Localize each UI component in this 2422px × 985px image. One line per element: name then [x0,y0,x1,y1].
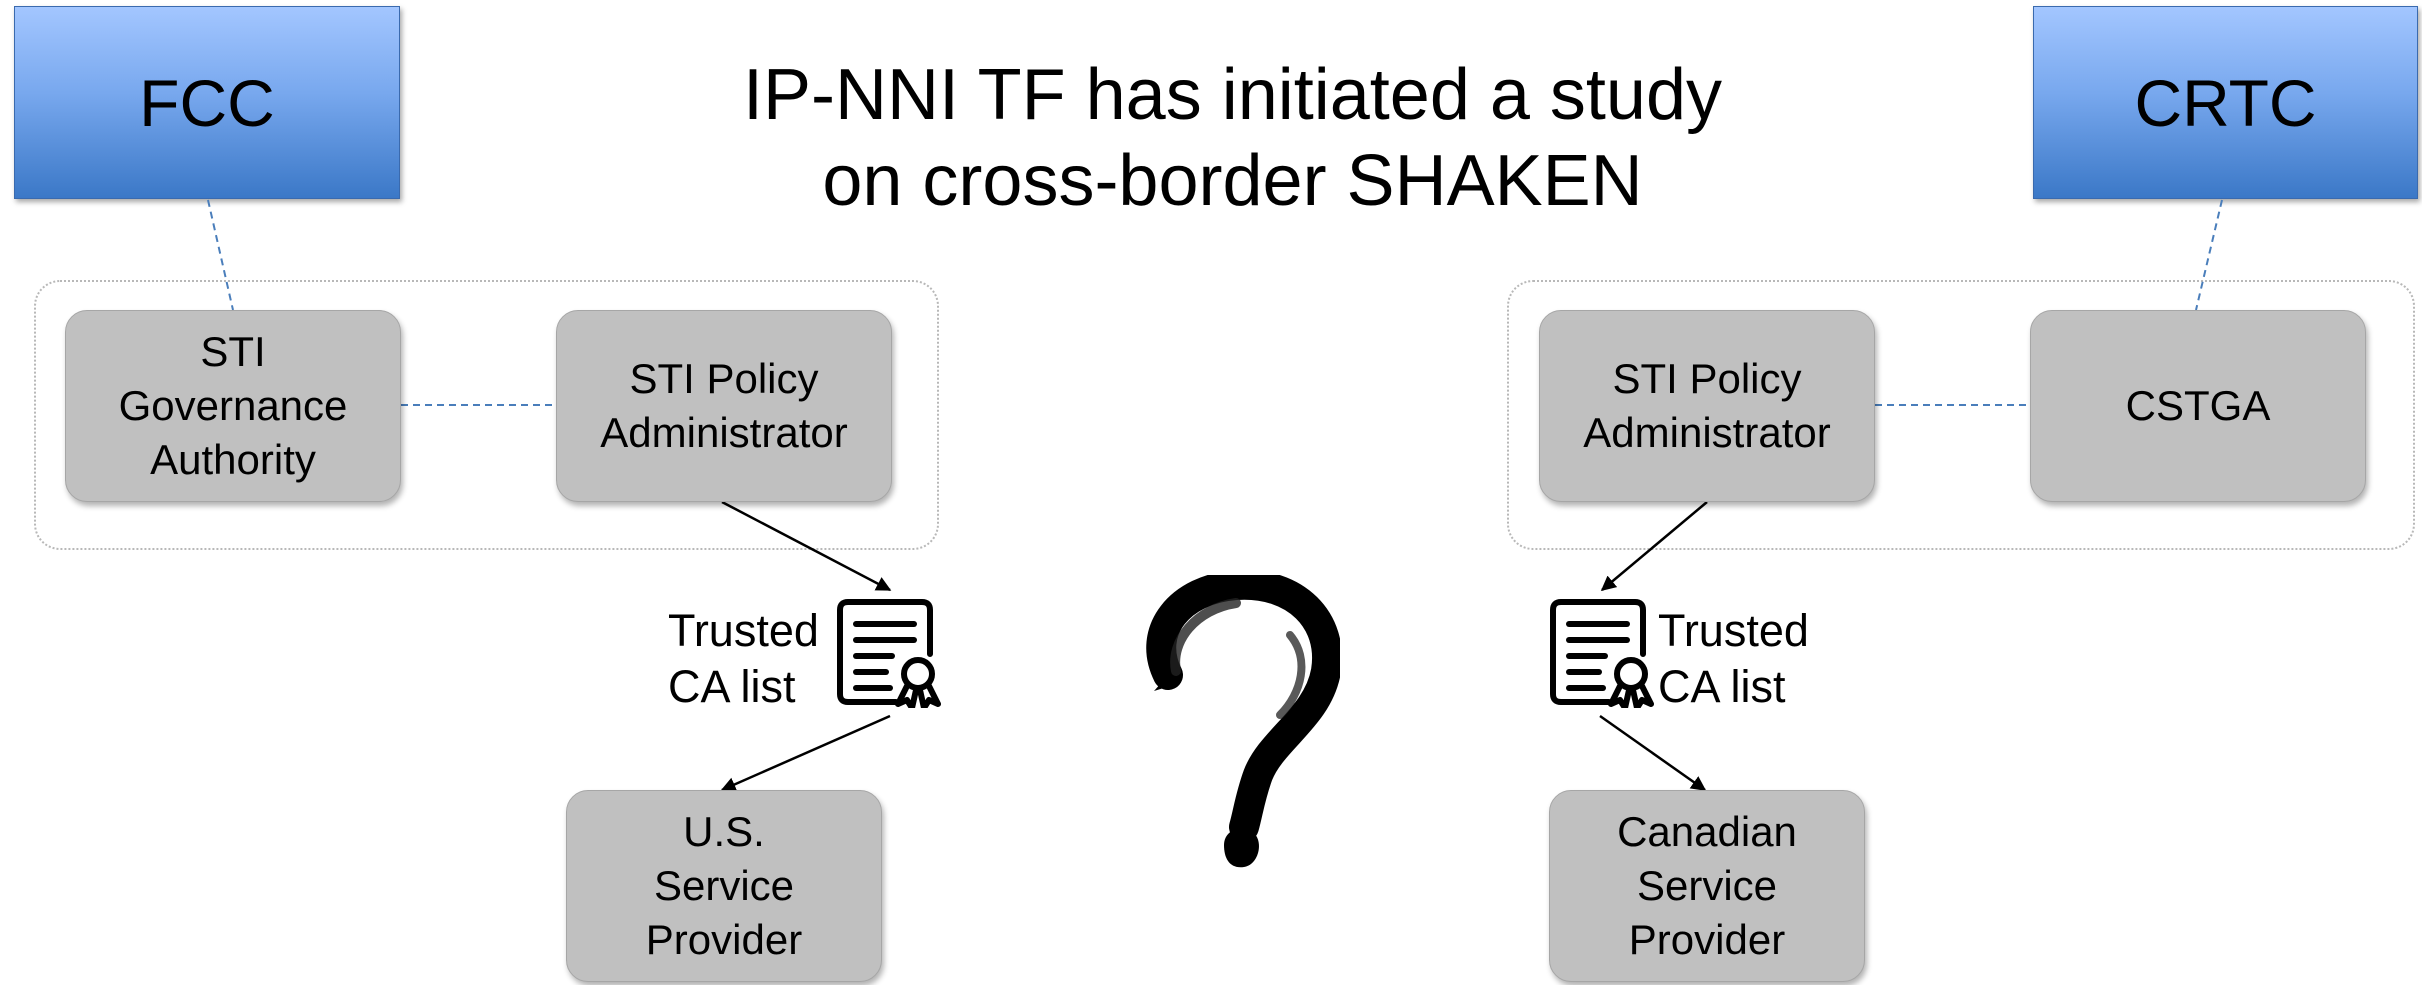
canada-trusted-ca-list-label: Trusted CA list [1658,605,1809,712]
certificate-icon [1550,599,1654,708]
us-governance-group [34,280,939,550]
us-policy-to-ca-list-arrow [721,500,892,592]
canada-sti-policy-administrator: STI Policy Administrator [1539,310,1875,502]
us-service-provider: U.S. Service Provider [566,790,882,982]
us-ca-list-to-provider-arrow [720,714,891,792]
us-sti-policy-administrator: STI Policy Administrator [556,310,892,502]
canada-policy-to-ca-list-arrow [1600,501,1708,591]
fcc-box: FCC [14,6,400,199]
crtc-label: CRTC [2134,65,2317,140]
crtc-box: CRTC [2033,6,2418,199]
crtc-cstga-connector [2195,199,2223,311]
question-mark-icon [1146,575,1340,868]
fcc-governance-connector [207,199,234,311]
cstga-box: CSTGA [2030,310,2366,502]
fcc-label: FCC [139,65,275,140]
us-sti-governance-authority: STI Governance Authority [65,310,401,502]
canadian-service-provider: Canadian Service Provider [1549,790,1865,982]
us-trusted-ca-list-label: Trusted CA list [668,605,819,712]
certificate-icon [837,599,941,708]
canada-governance-group [1507,280,2415,550]
diagram-title: IP-NNI TF has initiated a study on cross… [742,55,1723,221]
canada-ca-list-to-provider-arrow [1599,714,1707,792]
